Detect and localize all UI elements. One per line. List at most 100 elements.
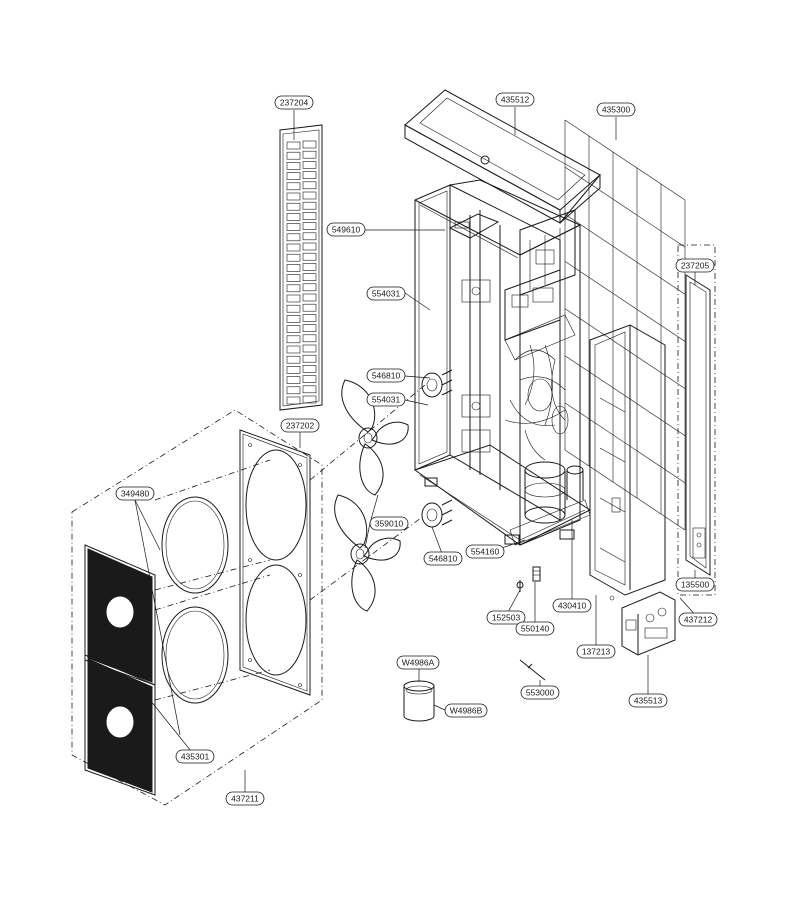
- part-label-549610: 549610: [326, 222, 366, 237]
- grille-slot: [286, 345, 301, 354]
- part-label-237205: 237205: [675, 258, 715, 273]
- part-label-349480: 349480: [115, 486, 155, 501]
- part-label-554031-upper: 554031: [366, 286, 406, 301]
- part-label-w4986b: W4986B: [444, 703, 488, 718]
- rear-guard-mesh-435300: [564, 119, 686, 531]
- svg-text:435301: 435301: [181, 752, 210, 762]
- fan-ring-349480: [161, 496, 229, 704]
- grille-slot: [286, 202, 301, 211]
- part-label-135500: 135500: [675, 577, 715, 592]
- part-label-435301: 435301: [175, 749, 215, 764]
- grille-slot: [302, 395, 317, 404]
- grille-slot: [302, 150, 317, 159]
- part-label-553000: 553000: [520, 685, 560, 700]
- grille-slot: [302, 334, 317, 343]
- svg-text:435300: 435300: [602, 105, 631, 115]
- part-label-152503: 152503: [486, 610, 526, 625]
- svg-text:152503: 152503: [492, 613, 521, 623]
- grille-slot: [302, 273, 317, 281]
- main-cabinet: [413, 179, 592, 546]
- svg-text:437212: 437212: [684, 615, 713, 625]
- grille-slot: [302, 375, 317, 383]
- svg-text:554031: 554031: [372, 395, 401, 405]
- part-label-435300: 435300: [596, 102, 636, 117]
- svg-text:137213: 137213: [582, 647, 611, 657]
- mesh-wire: [564, 261, 686, 342]
- grille-slot: [302, 354, 317, 363]
- grille-slot: [302, 222, 317, 230]
- grille-slot: [286, 284, 301, 293]
- part-label-435512: 435512: [495, 92, 535, 107]
- grille-slot: [286, 223, 301, 231]
- fan-guard-plate-237202: [239, 429, 311, 696]
- part-label-237204: 237204: [274, 95, 314, 110]
- svg-text:349480: 349480: [121, 489, 150, 499]
- grille-slot: [286, 141, 301, 150]
- mesh-wire: [564, 214, 686, 295]
- side-panel-137213: [589, 324, 666, 601]
- part-label-w4986a: W4986A: [396, 655, 440, 670]
- svg-text:237202: 237202: [286, 421, 315, 431]
- svg-text:W4986A: W4986A: [402, 658, 435, 668]
- mesh-wire: [564, 119, 686, 201]
- svg-text:359010: 359010: [375, 519, 404, 529]
- grille-slot: [302, 293, 317, 302]
- grille-slot: [286, 151, 301, 160]
- svg-text:437211: 437211: [231, 794, 259, 804]
- leader-lines: [134, 107, 699, 798]
- svg-text:554160: 554160: [471, 547, 500, 557]
- grille-slot: [286, 162, 301, 170]
- filter-w4986: [403, 680, 435, 722]
- grille-assembly-box-437211: [71, 409, 323, 806]
- svg-text:553000: 553000: [526, 688, 555, 698]
- grille-slot: [302, 171, 317, 179]
- grille-slot: [302, 140, 317, 149]
- grille-slot: [286, 172, 301, 180]
- part-label-554031-lower: 554031: [366, 392, 406, 407]
- svg-text:435513: 435513: [634, 696, 663, 706]
- grille-slot: [286, 213, 301, 221]
- grille-slot: [302, 252, 317, 261]
- grille-slot: [302, 303, 317, 312]
- grille-slot: [302, 212, 317, 220]
- grille-slot: [286, 294, 301, 303]
- part-label-430410: 430410: [552, 598, 592, 613]
- grille-slot: [302, 181, 317, 190]
- part-label-437211: 437211: [225, 791, 265, 806]
- grille-slot: [286, 355, 301, 364]
- alignment-lines: [154, 384, 426, 701]
- svg-text:546810: 546810: [372, 371, 401, 381]
- svg-text:135500: 135500: [681, 580, 710, 590]
- grille-slot: [302, 201, 317, 210]
- side-grille-237205: [677, 244, 716, 596]
- grille-slot: [286, 264, 301, 272]
- front-grille-237204: [279, 124, 323, 411]
- part-label-550140: 550140: [515, 621, 555, 636]
- front-grille-435301: [84, 544, 156, 796]
- grille-slot: [302, 314, 317, 322]
- svg-text:554031: 554031: [372, 289, 401, 299]
- grille-slot: [286, 315, 301, 323]
- grille-slot: [286, 386, 301, 395]
- svg-text:550140: 550140: [521, 624, 550, 634]
- grille-slot: [286, 233, 301, 242]
- part-label-546810-lower: 546810: [423, 551, 463, 566]
- part-label-237202: 237202: [280, 418, 320, 433]
- grille-slot: [302, 232, 317, 241]
- grille-slot: [302, 283, 317, 292]
- part-label-137213: 137213: [576, 644, 616, 659]
- top-panel-435512: [404, 89, 601, 224]
- grille-slot: [302, 365, 317, 373]
- svg-text:546810: 546810: [429, 554, 458, 564]
- grille-slot: [286, 304, 301, 313]
- svg-text:237205: 237205: [681, 261, 710, 271]
- svg-text:435512: 435512: [501, 95, 530, 105]
- part-label-437212: 437212: [678, 612, 718, 627]
- thermistor-553000: [519, 659, 546, 681]
- service-cover-435513: [621, 591, 676, 656]
- grille-slot: [286, 335, 301, 344]
- grille-slot: [286, 182, 301, 191]
- mesh-wire: [564, 166, 686, 248]
- fan-blade-lower-359010: [334, 494, 401, 612]
- grille-slot: [286, 325, 301, 333]
